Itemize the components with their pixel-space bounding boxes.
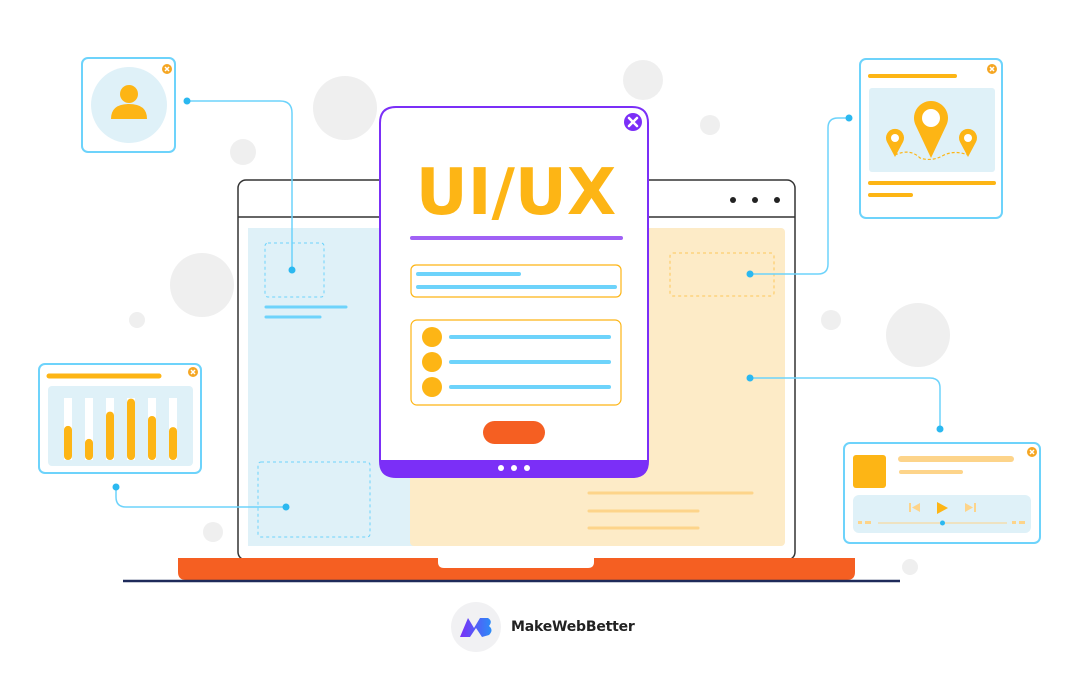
brand-logo — [451, 602, 501, 652]
album-art — [853, 455, 886, 488]
connectors — [115, 100, 941, 508]
modal-title: UI/UX — [416, 156, 616, 230]
close-icon[interactable] — [188, 367, 198, 377]
close-icon[interactable] — [162, 64, 172, 74]
window-dots — [730, 197, 780, 203]
map-pin-icon — [959, 128, 977, 157]
map-pin-icon — [886, 128, 905, 157]
bar — [85, 438, 93, 460]
chart-card — [38, 363, 202, 474]
brand-name: MakeWebBetter — [511, 619, 635, 635]
text-field[interactable] — [410, 264, 622, 298]
close-icon[interactable] — [987, 64, 997, 74]
time-label — [858, 521, 871, 524]
submit-button[interactable] — [483, 421, 545, 444]
progress-knob[interactable] — [940, 520, 945, 526]
time-label — [1012, 521, 1025, 524]
bar — [106, 411, 114, 460]
bar — [64, 425, 72, 460]
play-icon[interactable] — [937, 502, 948, 514]
brand-logo-mark — [460, 618, 492, 637]
list-item[interactable] — [422, 352, 611, 372]
map-pin-icon — [914, 100, 948, 158]
ui-ux-modal: UI/UX — [379, 106, 649, 478]
laptop-base — [123, 558, 900, 583]
pagination-dots[interactable] — [498, 465, 530, 471]
connector-dots — [112, 97, 944, 511]
list-item[interactable] — [422, 377, 611, 397]
skip-back-icon[interactable] — [909, 503, 920, 512]
media-player-card — [843, 442, 1041, 544]
list-item[interactable] — [422, 327, 611, 347]
profile-card — [81, 57, 176, 153]
text-lines — [264, 305, 348, 319]
text-lines — [587, 491, 754, 530]
placeholder-box — [257, 461, 371, 538]
bar — [127, 398, 135, 460]
skip-forward-icon[interactable] — [965, 503, 976, 512]
bar — [148, 415, 156, 460]
brand: MakeWebBetter — [451, 602, 635, 652]
bar-track — [85, 398, 93, 460]
placeholder-box — [264, 242, 325, 298]
close-icon[interactable] — [624, 113, 642, 131]
background-circles — [129, 60, 950, 575]
bar — [169, 427, 177, 460]
user-icon — [111, 85, 147, 119]
close-icon[interactable] — [1027, 447, 1037, 457]
map-card — [859, 58, 1003, 219]
